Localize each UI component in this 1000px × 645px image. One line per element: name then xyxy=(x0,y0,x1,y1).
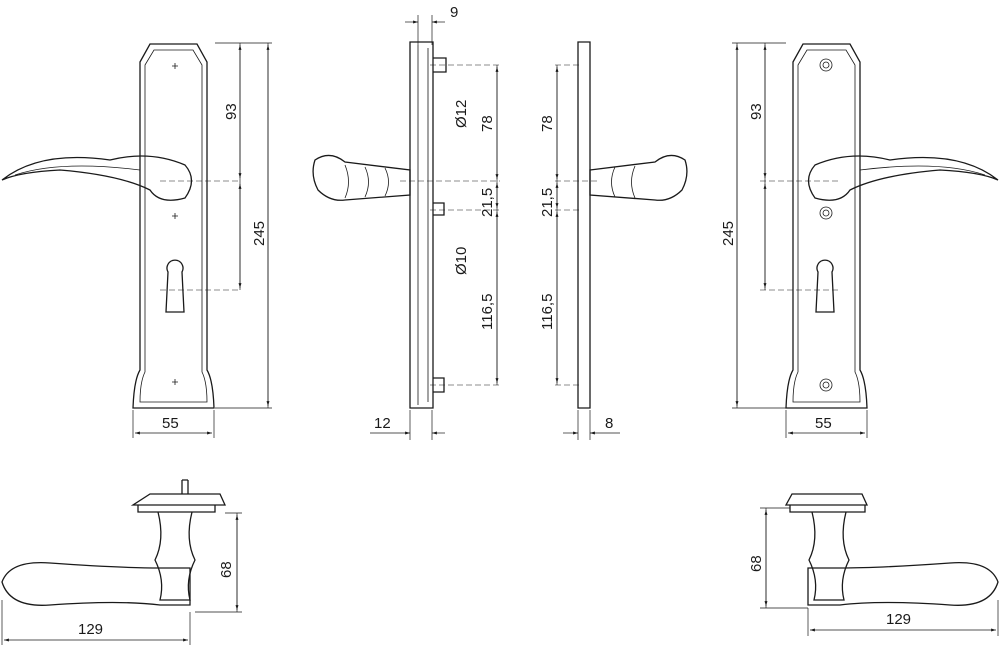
dim-offset-label: 9 xyxy=(450,4,458,21)
dim-height-label: 68 xyxy=(748,555,765,572)
top-view-left: 68 129 xyxy=(1,479,242,645)
dim-length-label: 129 xyxy=(78,621,103,638)
side-view-right: 78 21,5 116,5 8 xyxy=(539,41,688,440)
keyhole-icon xyxy=(165,259,185,313)
dim-upper-label: 93 xyxy=(748,103,765,120)
top-view-right: 68 129 xyxy=(748,493,999,636)
dim-lower-label: 116,5 xyxy=(539,294,556,330)
dim-depth-label: 8 xyxy=(605,415,613,432)
handle-side-icon xyxy=(589,154,688,201)
dim-pin-bottom-label: Ø10 xyxy=(453,247,470,275)
front-view-right: 93 245 55 xyxy=(720,42,999,438)
dim-mid-label: 21,5 xyxy=(479,188,496,217)
handle-side-icon xyxy=(312,154,411,201)
dim-width-label: 55 xyxy=(815,415,832,432)
lever-handle-icon xyxy=(1,155,193,201)
dim-upper-label: 78 xyxy=(539,115,556,132)
dim-pin-top-label: Ø12 xyxy=(453,100,470,128)
dim-upper-label: 93 xyxy=(223,103,240,120)
dim-mid-label: 21,5 xyxy=(539,188,556,217)
dim-length-label: 129 xyxy=(886,611,911,628)
side-view-left: 9 Ø12 78 21,5 Ø10 116,5 12 xyxy=(312,4,500,440)
dim-lower-label: 116,5 xyxy=(479,294,496,330)
dim-depth-label: 12 xyxy=(374,415,391,432)
front-view-left: 93 245 55 xyxy=(1,42,272,438)
dim-width-label: 55 xyxy=(162,415,179,432)
lever-handle-icon xyxy=(807,155,999,201)
dim-total-label: 245 xyxy=(251,221,268,246)
dim-total-label: 245 xyxy=(720,221,737,246)
dim-upper-label: 78 xyxy=(479,115,496,132)
dim-height-label: 68 xyxy=(218,561,235,578)
keyhole-icon xyxy=(815,259,835,313)
